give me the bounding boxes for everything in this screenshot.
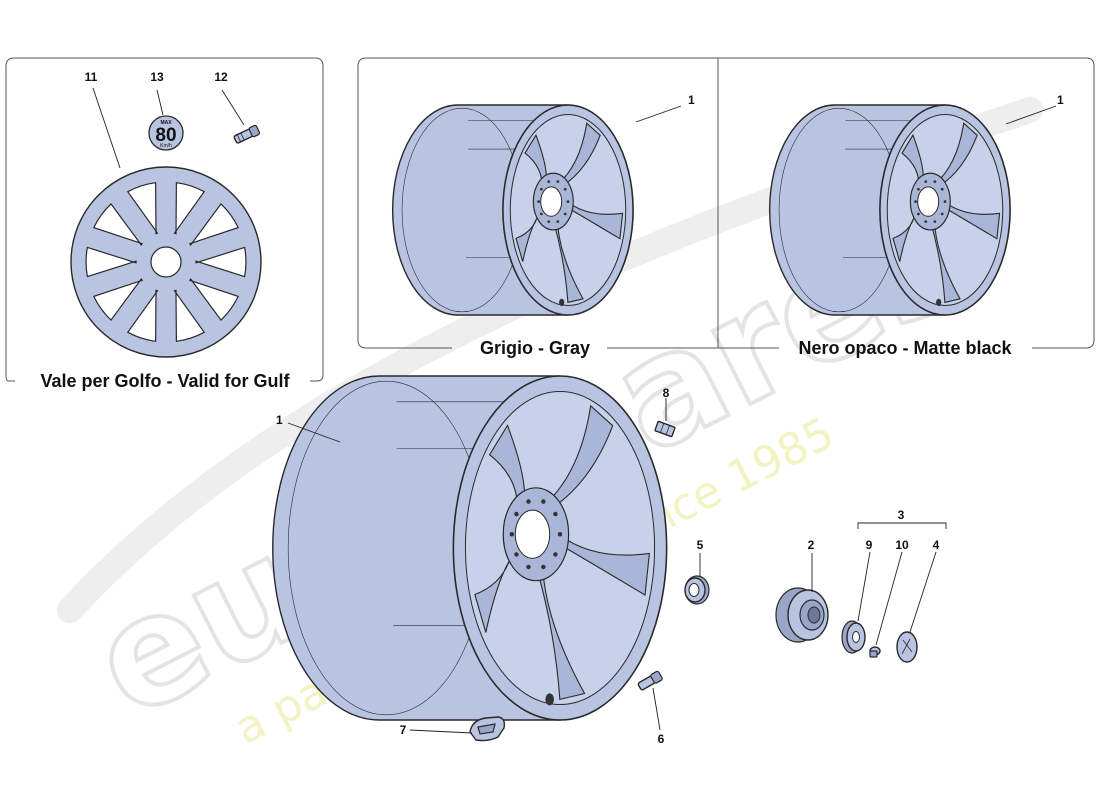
gray-wheel-hub-hole-9 [556, 180, 560, 183]
main-wheel-hub-hole-2 [553, 552, 558, 557]
gray-wheel-hub-hole-6 [537, 200, 540, 203]
callout-9: 9 [866, 538, 873, 552]
matte-panel-caption: Nero opaco - Matte black [798, 338, 1012, 358]
callout-main-1: 1 [276, 413, 283, 427]
gulf-wheel [70, 166, 262, 358]
callout-11: 11 [85, 70, 98, 84]
gray-wheel-hub-hole-10 [563, 187, 567, 191]
main-wheel-spoke-2 [558, 534, 651, 596]
variants-panel-border [357, 57, 1095, 349]
tire-valve [637, 670, 663, 691]
callout-8: 8 [663, 386, 670, 400]
main-wheel-hub-hole-8 [526, 499, 531, 504]
callout-12: 12 [214, 70, 228, 84]
gray-wheel-hub-hole-3 [556, 220, 560, 223]
main-wheel [272, 375, 668, 721]
matte-wheel-hub-hole-2 [940, 212, 944, 216]
callout-5: 5 [697, 538, 704, 552]
matte-wheel-hub-hole-5 [917, 212, 920, 216]
matte-wheel-hub-bore [917, 186, 940, 217]
gulf-wheel-openings [85, 182, 247, 342]
variants-panel: Grigio - Gray Nero opaco - Matte black 1… [357, 57, 1095, 358]
callout-10: 10 [895, 538, 909, 552]
callout-3: 3 [898, 508, 905, 522]
gray-wheel-hub-hole-5 [540, 212, 543, 216]
gulf-wheel-center-bore [150, 246, 182, 278]
gray-panel-caption: Grigio - Gray [480, 338, 590, 358]
gray-wheel-spoke-2 [566, 201, 624, 240]
speed-sticker: MAX 80 Km/h [148, 115, 184, 151]
callout-gray-1: 1 [688, 93, 695, 107]
gray-wheel-hub-hole-2 [563, 212, 567, 216]
callout-6: 6 [658, 732, 665, 746]
main-wheel-valve-hole [545, 693, 554, 706]
main-wheel-hub-hole-4 [526, 564, 531, 570]
callout-13: 13 [150, 70, 164, 84]
main-wheel-hub-hole-5 [514, 552, 519, 557]
matte-wheel-hub-hole-4 [924, 220, 928, 223]
speed-sticker-top: MAX [160, 120, 172, 126]
matte-wheel-hub-hole-8 [924, 180, 928, 183]
gray-wheel [392, 104, 634, 316]
speed-sticker-unit: Km/h [160, 143, 172, 149]
callout-matte-1: 1 [1057, 93, 1064, 107]
matte-wheel-hub-hole-7 [917, 187, 920, 191]
main-wheel-hub-hole-1 [557, 532, 563, 537]
matte-wheel-valve-hole [936, 298, 942, 307]
main-wheel-hub-hole-10 [553, 511, 558, 517]
gray-wheel-hub-bore [540, 186, 563, 217]
matte-wheel-hub-hole-9 [933, 180, 937, 183]
gray-wheel-hub-hole-4 [547, 220, 551, 223]
matte-wheel-spoke-1 [934, 122, 978, 187]
gray-wheel-spoke-1 [557, 122, 601, 187]
balance-weight [654, 420, 676, 438]
main-assembly: 1 8 5 6 7 2 3 9 10 4 [272, 375, 947, 746]
hub-nut [775, 587, 829, 643]
gulf-panel: Vale per Golfo - Valid for Gulf MAX 80 K… [5, 57, 324, 391]
centering-ring [684, 575, 710, 605]
callout-2: 2 [808, 538, 815, 552]
main-wheel-hub-hole-6 [509, 532, 515, 537]
main-wheel-hub-bore [514, 509, 551, 559]
gray-wheel-hub-hole-1 [566, 200, 570, 203]
matte-wheel-hub-hole-1 [943, 200, 947, 203]
washer [841, 620, 866, 654]
gulf-valve [233, 124, 261, 144]
screw [869, 646, 881, 658]
main-wheel-spoke-1 [543, 404, 614, 510]
callout-7: 7 [400, 723, 407, 737]
pressure-sensor [469, 716, 506, 742]
gulf-panel-caption: Vale per Golfo - Valid for Gulf [40, 371, 290, 391]
matte-wheel [769, 104, 1011, 316]
matte-wheel-hub-hole-6 [914, 200, 917, 203]
center-cap [896, 631, 918, 663]
gulf-panel-border [5, 57, 324, 382]
main-wheel-hub-hole-3 [541, 564, 546, 570]
gray-wheel-hub-hole-7 [540, 187, 543, 191]
gray-wheel-valve-hole [559, 298, 565, 307]
callout-4: 4 [933, 538, 940, 552]
matte-wheel-spoke-2 [943, 201, 1001, 240]
speed-sticker-value: 80 [155, 125, 176, 146]
gray-wheel-hub-hole-8 [547, 180, 551, 183]
matte-wheel-hub-hole-10 [940, 187, 944, 191]
matte-wheel-hub-hole-3 [933, 220, 937, 223]
main-wheel-hub-hole-7 [514, 511, 519, 517]
main-wheel-hub-hole-9 [541, 499, 546, 504]
